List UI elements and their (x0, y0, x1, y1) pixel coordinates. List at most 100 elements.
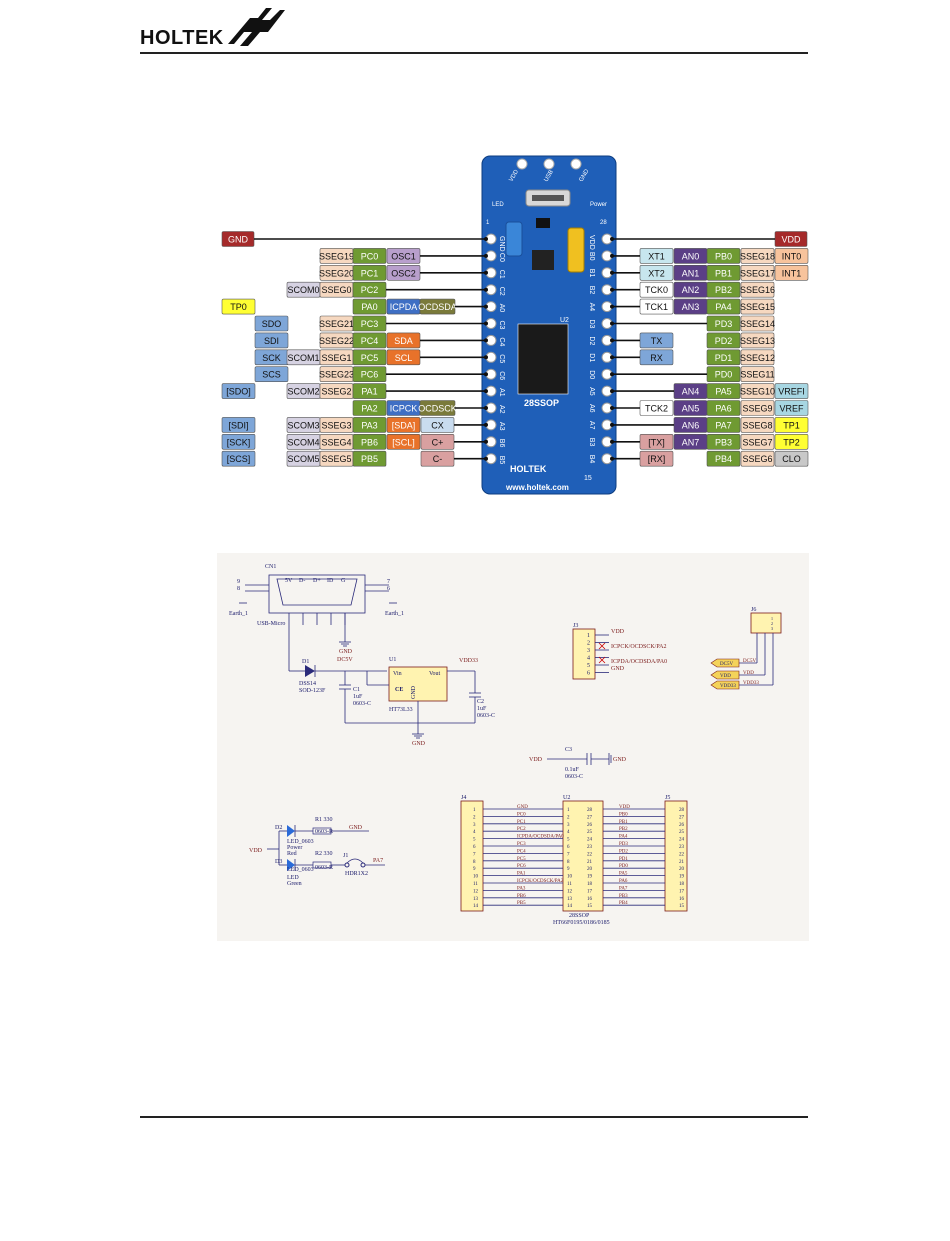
u1-ref: U1 (389, 657, 396, 663)
left-pin-dot (484, 355, 488, 360)
right-pin-dot (610, 406, 614, 410)
left-pin-silk: B5 (498, 456, 505, 465)
left-pin-label-text: GND (228, 235, 249, 245)
blue-jumper (505, 221, 523, 257)
j3-body (572, 628, 596, 680)
left-pin-label: PA1 (352, 383, 387, 399)
u2-left-net: PB6 (517, 894, 526, 899)
right-pin-silk: A4 (588, 303, 595, 312)
d2-pkg: LED_0603 (287, 839, 314, 845)
right-pin-label-box (740, 417, 775, 433)
left-pin-label: SCOM4 (286, 433, 321, 450)
r1-pkg: 0603-R (315, 829, 333, 835)
u2-right-pin: 28 (587, 808, 593, 813)
left-pin-label-text: OCDSCK (418, 404, 457, 414)
left-pin-label-text: PA2 (361, 404, 377, 414)
left-pin-label-text: PC0 (361, 251, 379, 261)
left-pin-label: OCDSDA (418, 298, 457, 315)
right-pin-label-text: XT1 (648, 251, 665, 261)
left-pin-dot (484, 422, 488, 427)
right-pin-label: SSEG16 (740, 281, 775, 298)
j5-pin-num: 18 (679, 882, 685, 887)
right-pin-label-box (706, 433, 741, 450)
left-pin-silk: A0 (498, 304, 505, 313)
chip-ref: U2 (560, 317, 569, 324)
c2-ref: C2 (477, 699, 484, 705)
u2-right-net: PB4 (619, 901, 628, 906)
left-pin-label-text: SSEG5 (321, 454, 351, 464)
right-pin-silk: D2 (588, 336, 595, 345)
diode-part: DSS14 (299, 681, 316, 687)
u2-right-net: VDD (619, 805, 630, 810)
j3-pin-num: 2 (587, 641, 590, 647)
left-pin-label-box (254, 332, 289, 349)
u2-left-pin: 14 (567, 904, 573, 909)
diode-icon (305, 665, 315, 677)
right-pin-dot (610, 287, 614, 292)
j4-pin-num: 9 (473, 867, 476, 872)
u1-gnd-pin: GND (411, 685, 417, 699)
right-pin-label: AN6 (673, 417, 708, 433)
left-pin-label: [SCS] (221, 450, 256, 467)
right-pin-silk: A5 (588, 387, 595, 396)
right-pin-label-text: PD0 (715, 370, 733, 380)
left-pin-silk: GND (498, 236, 505, 252)
right-pin-label: TCK2 (639, 400, 674, 416)
left-pin-label: SSEG23 (319, 366, 354, 383)
right-pin-label: PA7 (706, 417, 741, 433)
right-pin-label: SSEG18 (740, 248, 775, 264)
pin28-label: 28 (600, 220, 607, 226)
right-pin-silk: VDD (588, 235, 595, 250)
right-pin-label-box (706, 450, 741, 467)
left-pin-label: SSEG3 (319, 417, 354, 433)
u2-right-pin: 16 (587, 897, 593, 902)
d3-desc1: LED (287, 875, 299, 881)
left-pin-label: SSEG20 (319, 264, 354, 281)
right-pin-label: PB1 (706, 264, 741, 281)
left-pin-silk: A1 (498, 388, 505, 397)
usb-gnd-label: GND (339, 649, 353, 655)
u2-right-net: PD0 (619, 864, 628, 869)
left-pin-label-text: [SDA] (392, 420, 416, 430)
right-pin-label-text: [TX] (648, 437, 665, 447)
right-pin-label-text: PD3 (715, 319, 733, 329)
left-pin-dot (484, 237, 488, 241)
right-pin-label: [TX] (639, 433, 674, 450)
left-pin-label-text: [SCK] (227, 437, 251, 447)
j6-pin-num: 2 (771, 621, 773, 626)
left-pin-label-text: SCOM1 (287, 353, 319, 363)
left-pin-label-box (352, 248, 387, 264)
left-pin-label-text: SSEG1 (321, 353, 351, 363)
left-pin-label: SDA (386, 332, 421, 349)
usb-port-opening (532, 195, 564, 201)
u2-left-net: PC6 (517, 864, 526, 869)
right-pin-label-text: PB0 (715, 251, 732, 261)
right-pin-label-box (774, 264, 809, 281)
usb-pin-label: G (341, 578, 346, 584)
top-hole (570, 158, 582, 170)
right-pin-label-text: PB1 (715, 268, 732, 278)
right-pin-label-box (774, 400, 809, 416)
right-pin-label-text: AN7 (682, 437, 700, 447)
d2-desc2: Red (287, 851, 297, 857)
j6-pin-num: 3 (771, 626, 773, 631)
j4-pin-num: 4 (473, 830, 476, 835)
right-pin-label-text: TCK1 (645, 302, 668, 312)
u2-right-pin: 24 (587, 838, 593, 843)
left-pin-label-text: SCS (262, 370, 281, 380)
u2-right-net: PB2 (619, 827, 628, 832)
right-pin-label: SSEG7 (740, 433, 775, 450)
right-pin-label-text: TP1 (783, 420, 800, 430)
u2-right-net: PB1 (619, 820, 628, 825)
right-pin-label-box (706, 417, 741, 433)
left-pin-label-box (254, 315, 289, 332)
right-pin-label: PB3 (706, 433, 741, 450)
left-pin-label: PC2 (352, 281, 387, 298)
right-pin-dot (610, 355, 614, 360)
right-pin-label: PD1 (706, 349, 741, 366)
left-pin-dot (484, 372, 488, 377)
left-pin-label: C- (420, 450, 455, 467)
left-pin-label-text: SSEG21 (319, 319, 354, 329)
left-pin-label: SSEG0 (319, 281, 354, 298)
